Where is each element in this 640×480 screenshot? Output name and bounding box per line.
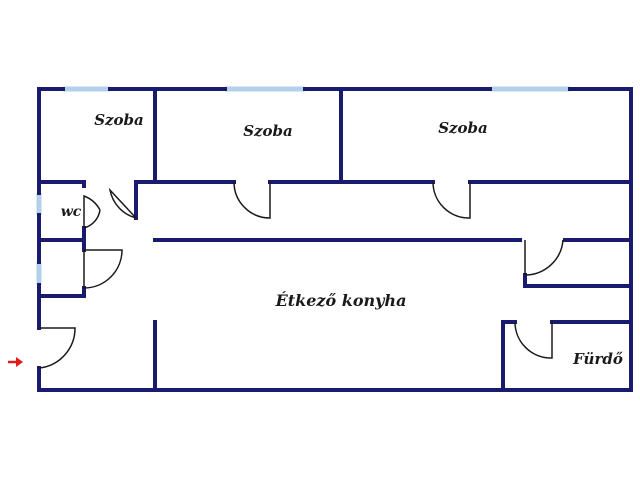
entrance-arrow-icon bbox=[8, 357, 23, 367]
door-entrance bbox=[38, 327, 76, 369]
room-label-szoba-3: Szoba bbox=[438, 119, 488, 137]
room-label-wc: wc bbox=[61, 204, 82, 220]
walls bbox=[37, 87, 633, 392]
door-room2 bbox=[233, 181, 271, 219]
room-label-szoba-1: Szoba bbox=[94, 111, 144, 129]
doors bbox=[38, 181, 564, 369]
door-room3 bbox=[432, 181, 471, 219]
room-label-kitchen: Étkező konyha bbox=[275, 290, 407, 310]
door-wc bbox=[108, 187, 137, 219]
room-label-bathroom: Fürdő bbox=[572, 350, 623, 368]
windows bbox=[36, 86, 570, 285]
door-storage bbox=[83, 249, 123, 289]
door-pantry bbox=[524, 239, 564, 276]
door-wc-inner bbox=[83, 194, 101, 229]
room-label-szoba-2: Szoba bbox=[243, 122, 293, 140]
door-bathroom bbox=[514, 321, 553, 359]
